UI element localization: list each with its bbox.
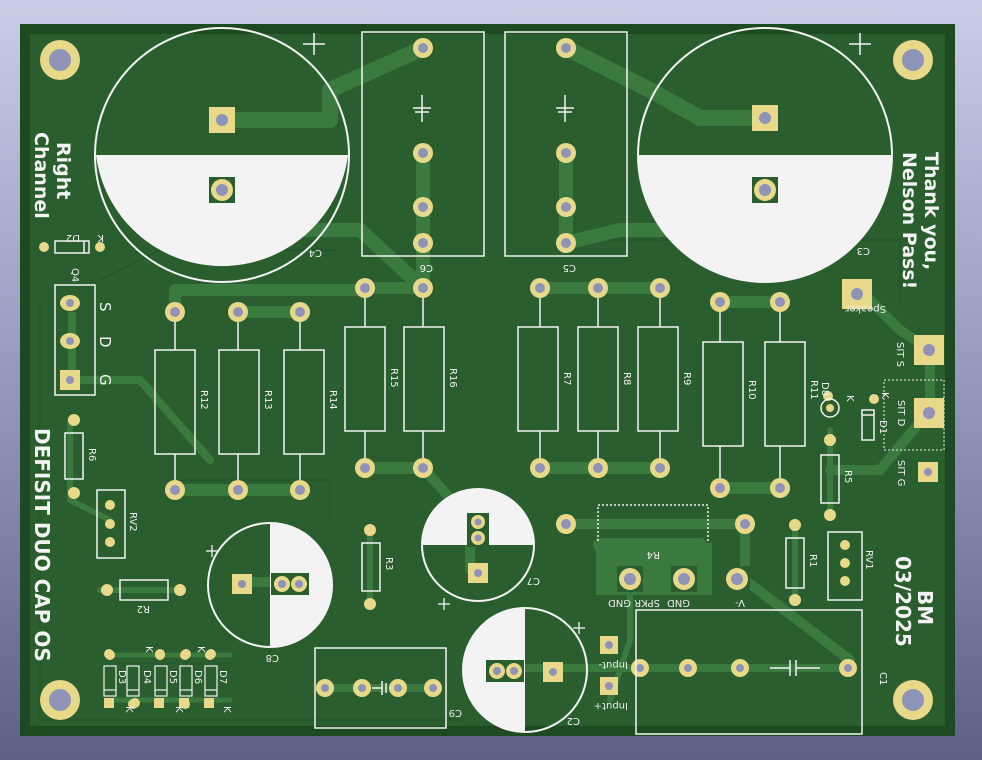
r3-label: R3 (383, 557, 394, 570)
r14-label: R14 (327, 390, 338, 410)
d7-label: D7 (217, 670, 228, 684)
right-channel-line2: Channel (30, 132, 52, 219)
speaker-sit-pads (842, 279, 945, 482)
right-channel-line1: Right (52, 142, 74, 199)
d6-k-label: K (195, 646, 206, 653)
input-pads (600, 636, 618, 695)
sit-s-label: SIT S (894, 342, 905, 367)
capacitor-c2: C2 (462, 607, 588, 733)
speaker-label: Speaker (844, 303, 886, 314)
v-minus-label: V- (735, 597, 745, 608)
rv2-label: RV2 (127, 512, 138, 532)
d5-label: D5 (167, 670, 178, 684)
r16-label: R16 (447, 368, 458, 388)
r7-label: R7 (561, 372, 572, 385)
r15-label: R15 (388, 368, 399, 388)
capacitor-c5 (504, 31, 628, 257)
c5-label: C5 (563, 262, 576, 273)
r6-label: R6 (86, 448, 97, 461)
input-plus-label: Input+ (594, 700, 628, 711)
mosfet-q4 (54, 284, 96, 396)
d2-k-label: K (97, 232, 104, 243)
d4-k-label: K (143, 646, 154, 653)
rv1-label: RV1 (863, 550, 874, 570)
input-minus-label: Input- (598, 659, 628, 670)
r13-label: R13 (262, 390, 273, 410)
diode-array (103, 665, 218, 697)
capacitor-c9 (314, 647, 447, 729)
r12-label: R12 (198, 390, 209, 410)
capacitor-c1 (635, 609, 863, 735)
c1-label: C1 (877, 672, 888, 685)
c9-label: C9 (449, 707, 462, 718)
r9-label: R9 (681, 372, 692, 385)
r2-label: R2 (137, 603, 150, 614)
c3-label: C3 (857, 245, 870, 256)
d1-label: D1 (877, 420, 888, 434)
sprk-gnd-label: SPKR GND (608, 597, 660, 608)
diode-d2 (54, 240, 90, 254)
d6-label: D6 (192, 670, 203, 684)
right-channel-text: Right Channel (30, 132, 74, 219)
sit-g-label: SIT G (895, 460, 906, 486)
d1-k-label: K (879, 392, 890, 399)
c7-label: C7 (527, 575, 540, 586)
led-d8 (820, 398, 840, 418)
d2-label: D2 (66, 232, 80, 243)
thank-you-line2: Nelson Pass! (898, 152, 920, 289)
q4-pin-s: S (96, 302, 114, 312)
capacitor-c4: C4 (94, 27, 350, 283)
r10-label: R10 (746, 380, 757, 400)
thank-you-line1: Thank you, (920, 152, 942, 270)
capacitor-c6 (361, 31, 485, 257)
resistor-r4: R4 (596, 504, 750, 595)
capacitor-c3: C3 (637, 27, 893, 283)
resistor-outlines (64, 298, 863, 601)
c2-label: C2 (567, 715, 580, 726)
date-text: 03/2025 (891, 556, 915, 647)
d3-k-label: K (123, 706, 134, 713)
thank-you-text: Thank you, Nelson Pass! (898, 152, 942, 289)
c8-label: C8 (266, 652, 279, 663)
d5-k-label: K (173, 706, 184, 713)
d7-k-label: K (221, 706, 232, 713)
c6-label: C6 (420, 262, 433, 273)
d8-label: D8 (819, 382, 830, 396)
mounting-holes (40, 40, 933, 720)
q4-pin-g: G (96, 374, 114, 386)
r4-label: R4 (647, 549, 660, 560)
c4-label: C4 (309, 247, 322, 258)
r1-label: R1 (807, 554, 818, 567)
d8-k-label: K (844, 395, 855, 402)
q4-pin-d: D (96, 336, 114, 348)
q4-label: Q4 (69, 268, 80, 282)
sit-d-label: SIT D (895, 400, 906, 427)
capacitor-c8: C8 (206, 522, 333, 663)
diode-array-pads (104, 649, 216, 708)
r5-label: R5 (842, 470, 853, 483)
d3-label: D3 (116, 670, 127, 684)
gnd-label: GND (667, 597, 690, 608)
d4-label: D4 (141, 670, 152, 684)
capacitor-c7: C7 (421, 488, 540, 610)
r8-label: R8 (621, 372, 632, 385)
r11-label: R11 (808, 380, 819, 400)
diode-d1 (861, 409, 875, 441)
project-title: DEFISIT DUO CAP OS (30, 428, 54, 662)
author-text: BM (913, 590, 937, 625)
